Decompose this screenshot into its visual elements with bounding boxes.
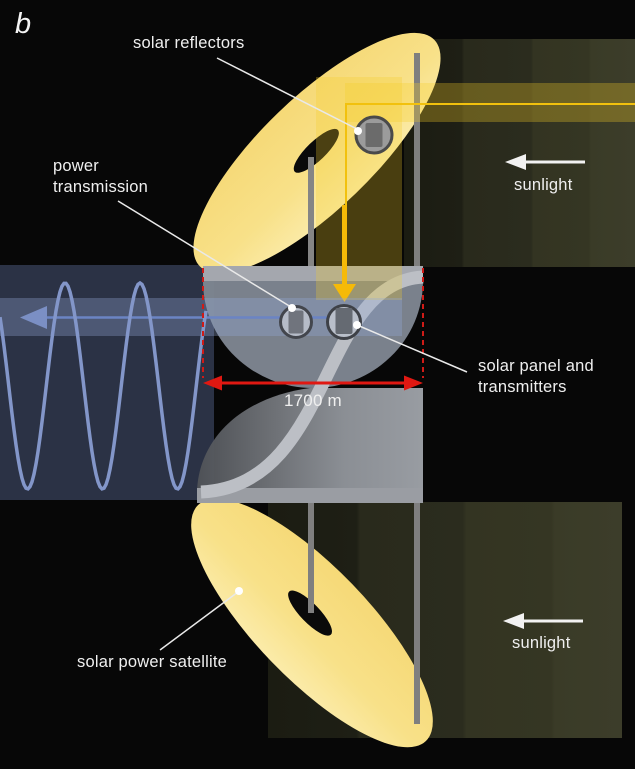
solar-reflector-disk-bottom <box>191 498 433 748</box>
leader-solar-panel <box>356 324 468 373</box>
sunlight-arrow-top-head <box>505 154 526 170</box>
transmitter-right-panel <box>335 308 353 334</box>
label-solar-panel: solar panel and transmitters <box>478 356 594 398</box>
callout-leaders <box>117 57 468 651</box>
transmitter-left-panel <box>288 310 304 334</box>
label-power-transmission: power transmission <box>53 156 148 198</box>
sunlight-beam-horizontal <box>345 83 635 122</box>
label-solar-panel-line1: solar panel and <box>478 357 594 375</box>
helix-membrane <box>197 266 424 503</box>
solar-reflector-disk-top <box>193 32 441 274</box>
leader-dot-transmitter-left <box>288 304 296 312</box>
microwave-beam-arrow-head <box>20 306 47 329</box>
transmitter-node-right <box>326 304 362 340</box>
membrane-bottom-bar <box>197 488 423 503</box>
transmitter-node-left <box>279 305 313 339</box>
dimension-annotation <box>202 268 424 391</box>
satellite-disk-hole <box>288 590 332 636</box>
label-solar-reflectors: solar reflectors <box>133 34 245 52</box>
power-beam-down-arrow <box>333 205 356 302</box>
leader-power-transmission <box>117 200 292 308</box>
label-sunlight-bottom: sunlight <box>512 634 571 652</box>
dimension-arrow-head-left <box>203 375 222 391</box>
reflector-node-panel <box>365 123 383 147</box>
label-solar-panel-line2: transmitters <box>478 378 567 396</box>
reflected-beam-vertical <box>316 77 402 300</box>
sunlight-arrow-top <box>505 154 585 170</box>
leader-dot-reflector <box>354 127 362 135</box>
reflector-node <box>354 115 394 155</box>
label-solar-power-satellite: solar power satellite <box>77 653 228 671</box>
reflector-disk-hole <box>293 128 339 173</box>
light-ray-line <box>345 103 635 208</box>
label-dimension: 1700 m <box>284 391 342 410</box>
sunlight-arrow-bottom <box>503 613 583 629</box>
label-power-transmission-line2: transmission <box>53 178 149 196</box>
label-power-transmission-line1: power <box>53 157 99 175</box>
dimension-arrow-head-right <box>404 375 423 391</box>
label-sunlight-top: sunlight <box>514 176 573 194</box>
microwave-sine-wave <box>0 280 208 491</box>
membrane-top-bar <box>203 266 423 281</box>
dimension-arrow <box>203 375 423 391</box>
leader-solar-reflectors <box>216 57 358 130</box>
sunlight-band-top <box>404 39 635 267</box>
leader-dot-transmitter-right <box>353 321 361 329</box>
leader-solar-power-satellite <box>159 591 239 651</box>
sunlight-arrow-bottom-head <box>503 613 524 629</box>
power-beam-arrow-head <box>333 284 356 302</box>
panel-label: b <box>15 8 32 40</box>
leader-dot-satellite <box>235 587 243 595</box>
